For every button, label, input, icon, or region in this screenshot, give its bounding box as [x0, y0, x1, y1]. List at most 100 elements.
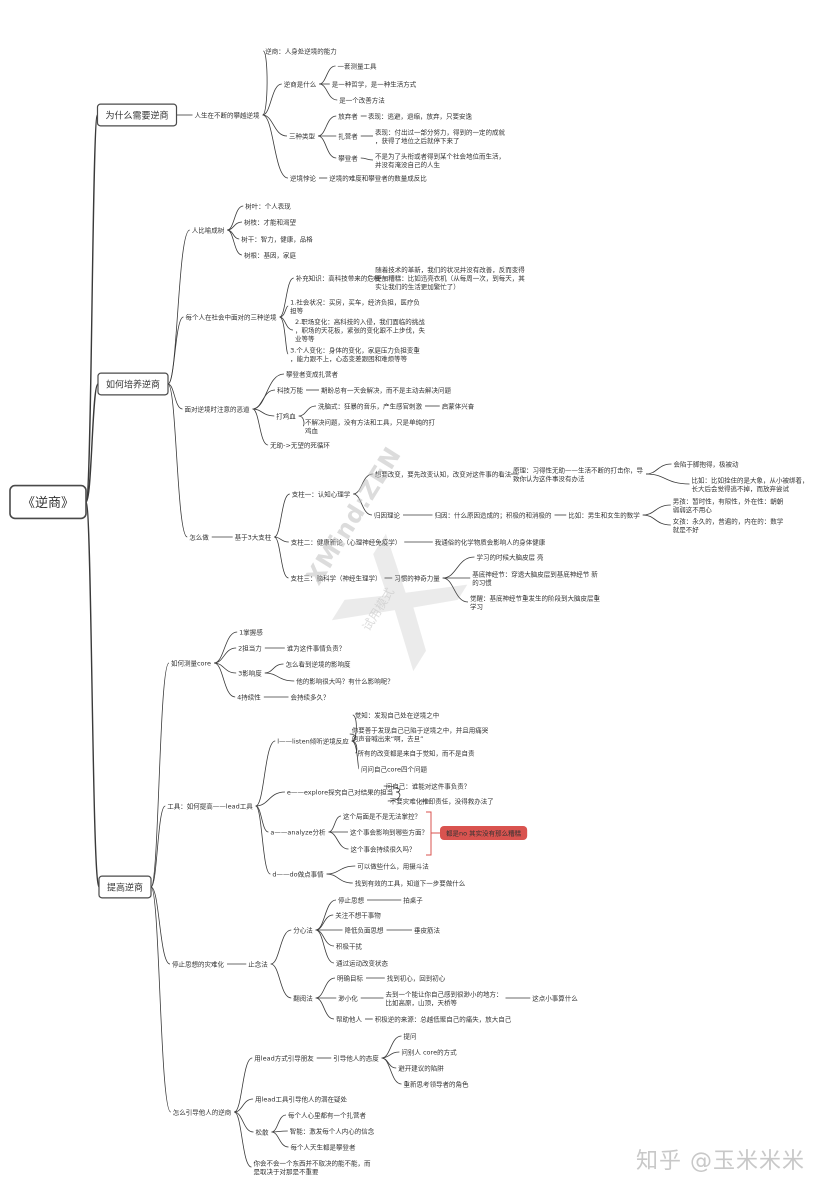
topic-node[interactable]: 表现：逃避，退缩，放弃，只要安逸 — [368, 112, 473, 121]
topic-node[interactable]: 你会不会一个东西并不取决的能不能，而是取决于对那是不重要 — [254, 1158, 372, 1175]
topic-node[interactable]: 人生在不断的攀越逆境 — [195, 111, 261, 120]
topic-node[interactable]: 是一种哲学，是一种生活方式 — [332, 80, 417, 89]
topic-node[interactable]: 期盼总有一天会解决，而不是主动去解决问题 — [321, 386, 452, 395]
topic-node[interactable]: 止念法 — [248, 960, 268, 969]
topic-node[interactable]: 这个事会影响到哪些方面？ — [350, 828, 428, 837]
topic-node[interactable]: 分心法 — [293, 926, 313, 935]
topic-node[interactable]: 1.社会状况：买房，买车，经济负担，医疗负担等 — [290, 297, 420, 314]
topic-node[interactable]: 2.职场变化：高科技的入侵，我们面临的挑战，职场的天花板，紧张的变化跟不上步伐，… — [295, 317, 426, 343]
topic-node[interactable]: 谁为这件事情负责？ — [287, 644, 346, 653]
topic-node[interactable]: 提问 — [404, 1032, 417, 1041]
main-topic-b3[interactable]: 提高逆商 — [98, 875, 152, 899]
topic-node[interactable]: 找到初心，回到初心 — [387, 974, 446, 983]
topic-node[interactable]: l——listen倾听逆境反应 — [277, 737, 349, 746]
topic-node[interactable]: 逆境悖论 — [290, 174, 317, 183]
topic-node[interactable]: 重新思考领导者的角色 — [404, 1080, 470, 1089]
topic-node[interactable]: 工具：如何提高——lead工具 — [167, 802, 253, 811]
topic-node[interactable]: 停止思想 — [338, 896, 365, 905]
topic-node[interactable]: 会持续多久？ — [291, 693, 330, 702]
topic-node[interactable]: 归因：什么原因造成的；积极的和消极的 — [435, 511, 553, 520]
topic-node[interactable]: e——explore探究自己对结果的担当 — [287, 788, 393, 797]
topic-node[interactable]: 支柱三：脑科学（神经生理学） — [291, 574, 382, 583]
topic-node[interactable]: 积极干扰 — [336, 942, 363, 951]
topic-node[interactable]: 基底神经节：穿透大脑皮层到基底神经节 新的习惯 — [472, 569, 598, 586]
topic-node[interactable]: 攀登者变成扎营者 — [286, 370, 339, 379]
topic-node[interactable]: 无助->无望的死循环 — [270, 441, 330, 450]
topic-node[interactable]: 女孩：永久的，普遍的，内在的：数学就是不好 — [673, 516, 784, 533]
topic-node[interactable]: 扎营者 — [338, 132, 358, 141]
topic-node[interactable]: 怎么做 — [189, 533, 209, 542]
topic-node[interactable]: 问自己：谁能对这件事负责？ — [386, 782, 471, 791]
topic-node[interactable]: 拍桌子 — [403, 896, 423, 905]
topic-node[interactable]: 不要灾难化 — [390, 797, 423, 806]
topic-node[interactable]: 我通俗的化学物质会影响人的身体健康 — [435, 538, 546, 547]
topic-node[interactable]: 智能：激发每个人内心的信念 — [290, 1127, 375, 1136]
topic-node[interactable]: a——analyze分析 — [270, 828, 326, 837]
topic-node[interactable]: 所有的改变都是来自于觉知，而不是自责 — [358, 749, 476, 758]
topic-node[interactable]: 放弃者 — [338, 112, 358, 121]
topic-node[interactable]: 想要改变，要先改变认知，改变对这件事的看法 — [375, 470, 512, 479]
topic-node[interactable]: 这个局面是不是无法掌控？ — [343, 812, 421, 821]
topic-node[interactable]: 积极逆的来源：总越低聚自己的痛失，放大自己 — [375, 1015, 512, 1024]
topic-node[interactable]: 每个人在社会中面对的三种逆境 — [186, 313, 278, 322]
topic-node[interactable]: 攀登者 — [338, 154, 358, 163]
topic-node[interactable]: 补充知识：高科技带来的危机 — [296, 274, 381, 283]
topic-node[interactable]: 表现：付出过一部分努力，得到的一定的成就，获得了地位之后就停下来了 — [375, 127, 506, 144]
topic-node[interactable]: 是一个改善方法 — [339, 96, 385, 105]
topic-node[interactable]: 打鸡血 — [276, 412, 296, 421]
topic-node[interactable]: 觉知：发现自己处在逆境之中 — [355, 711, 440, 720]
topic-node[interactable]: 基于3大支柱 — [235, 533, 272, 542]
topic-node[interactable]: 3影响度 — [238, 669, 262, 678]
topic-node[interactable]: d——do做点事情 — [272, 870, 324, 879]
topic-node[interactable]: 原理：习得性无助——生活不断的打击你，导致你认为这件事没有办法 — [513, 465, 644, 482]
topic-node[interactable]: 逆境的难度和攀登者的数量成反比 — [329, 174, 427, 183]
topic-node[interactable]: 这点小事算什么 — [532, 994, 578, 1003]
topic-node[interactable]: 2担当力 — [238, 644, 262, 653]
topic-node[interactable]: 科技万能 — [277, 386, 304, 395]
topic-node[interactable]: 比如：男生和女生的数学 — [568, 511, 640, 520]
topic-node[interactable]: 用lead工具引导他人的潜在疑处 — [255, 1095, 347, 1104]
topic-node[interactable]: 怎么引导他人的逆商 — [173, 1108, 232, 1117]
topic-node[interactable]: 觉醒：基底神经节重发生的阶段到大脑皮层重学习 — [470, 593, 601, 610]
main-topic-b1[interactable]: 为什么需要逆商 — [96, 103, 178, 127]
topic-node[interactable]: 树叶：个人表现 — [245, 202, 291, 211]
topic-node[interactable]: 男孩：暂时性，有限性，外在性：朝朝弱弱这不用心 — [673, 496, 784, 513]
topic-node[interactable]: 明确目标 — [337, 974, 364, 983]
topic-node[interactable]: 问问自己core四个问题 — [361, 765, 428, 774]
topic-node[interactable]: 支柱二：健康新论（心理神经免疫学） — [291, 538, 402, 547]
topic-node[interactable]: 怎么看到逆境的影响度 — [286, 660, 352, 669]
topic-node[interactable]: 找到有效的工具，知道下一步要做什么 — [355, 879, 466, 888]
topic-node[interactable]: 一套测量工具 — [338, 62, 378, 71]
topic-node[interactable]: 随着技术的革新，我们的状况并没有改善，反而变得更加糟糕：比如迅亮衣机（从每周一次… — [375, 265, 525, 291]
topic-node[interactable]: 3.个人变化：身体的变化，家庭压力负担变重，能力跟不上，心态变差跟困和难烦等等 — [290, 345, 420, 362]
topic-node[interactable]: 降低负面思想 — [345, 926, 385, 935]
topic-node[interactable]: 面对逆境时注意的恶道 — [185, 405, 251, 414]
topic-node[interactable]: 你要善于发现自己已陷于逆境之中，并且用痛哭的声音喊出来“啊，去旦” — [352, 725, 489, 742]
topic-node[interactable]: 比如：比如拴住的是大象，从小被绑着，长大后会觉得逃不掉，而放弃尝试 — [692, 475, 809, 492]
topic-node[interactable]: 帮助他人 — [336, 1015, 363, 1024]
topic-node[interactable]: 人比喻成树 — [192, 226, 225, 235]
topic-node[interactable]: 树根：基因，家庭 — [244, 251, 297, 260]
topic-node[interactable]: 不是为了头衔或者得到某个社会地位而生活，并没有淹没自己的人生 — [375, 151, 505, 168]
topic-node[interactable]: 推卸责任，没得救办法了 — [422, 797, 494, 806]
topic-node[interactable]: 问别人 core的方式 — [401, 1048, 457, 1057]
root-topic[interactable]: 《逆商》 — [9, 484, 87, 520]
topic-node[interactable]: 通过运动改变状态 — [336, 959, 389, 968]
topic-node[interactable]: 这个事会持续很久吗？ — [351, 845, 416, 854]
topic-node[interactable]: 1掌握感 — [239, 628, 263, 637]
topic-node[interactable]: 逆商：人身处逆境的能力 — [265, 47, 337, 56]
topic-node[interactable]: 会陷于脚抱得，极被动 — [674, 460, 740, 469]
topic-node[interactable]: 渺小化 — [338, 994, 358, 1003]
topic-node[interactable]: 习惯的神奇力量 — [394, 574, 440, 583]
topic-node[interactable]: 4持续性 — [237, 693, 261, 702]
topic-node[interactable]: 学习的时候大脑皮层 亮 — [476, 553, 544, 562]
topic-node[interactable]: 避开建议的陷阱 — [398, 1064, 444, 1073]
callout-note[interactable]: 都是no 其实没有那么糟糕 — [426, 811, 528, 856]
topic-node[interactable]: 停止思想的灾难化 — [172, 960, 225, 969]
topic-node[interactable]: 去到一个能让你自己感到很渺小的地方：比如高原，山顶，天桥等 — [386, 989, 503, 1006]
topic-node[interactable]: 不解决问题，没有方法和工具，只是单纯的打鸡血 — [305, 417, 436, 434]
topic-node[interactable]: 他的影响很大吗？有什么影响呢？ — [296, 677, 394, 686]
topic-node[interactable]: 每个人心里都有一个扎营者 — [288, 1111, 367, 1120]
topic-node[interactable]: 归因理论 — [374, 511, 401, 520]
topic-node[interactable]: 每个人天生都是攀登者 — [291, 1143, 357, 1152]
